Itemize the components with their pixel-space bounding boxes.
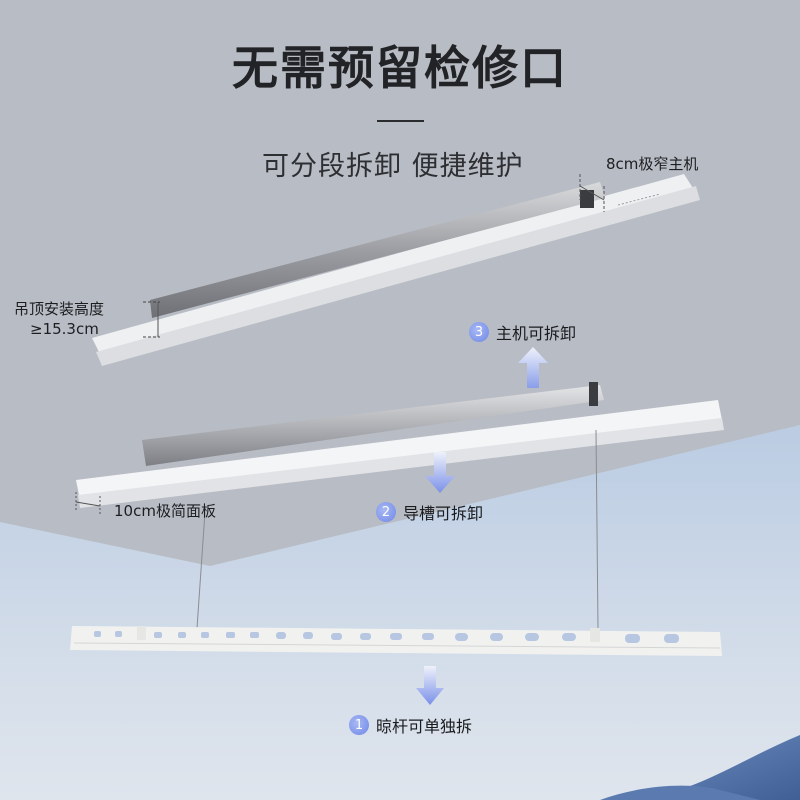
arrow-up-icon (518, 347, 548, 388)
title-divider (377, 120, 424, 122)
callout-rail-removable: 2 导槽可拆卸 (376, 500, 483, 524)
page-title: 无需预留检修口 (232, 41, 568, 95)
drying-rod (70, 626, 722, 656)
host-width-label: 8cm极窄主机 (606, 155, 699, 173)
step-number-badge: 2 (376, 502, 396, 522)
arrow-down-icon (425, 452, 455, 493)
step-number-badge: 1 (349, 715, 369, 735)
callout-rod-removable: 1 晾杆可单独拆 (349, 713, 472, 737)
callout-host-removable: 3 主机可拆卸 (469, 320, 576, 344)
callout-label: 主机可拆卸 (496, 324, 577, 343)
ceiling-height-value: ≥15.3cm (30, 320, 99, 338)
arrow-down-icon (416, 666, 444, 705)
panel-width-label: 10cm极简面板 (114, 502, 216, 520)
callout-label: 晾杆可单独拆 (376, 717, 473, 736)
callout-label: 导槽可拆卸 (403, 504, 484, 523)
ceiling-height-label: 吊顶安装高度 (14, 300, 105, 318)
step-number-badge: 3 (469, 322, 489, 342)
page-subtitle: 可分段拆卸 便捷维护 (262, 151, 524, 182)
